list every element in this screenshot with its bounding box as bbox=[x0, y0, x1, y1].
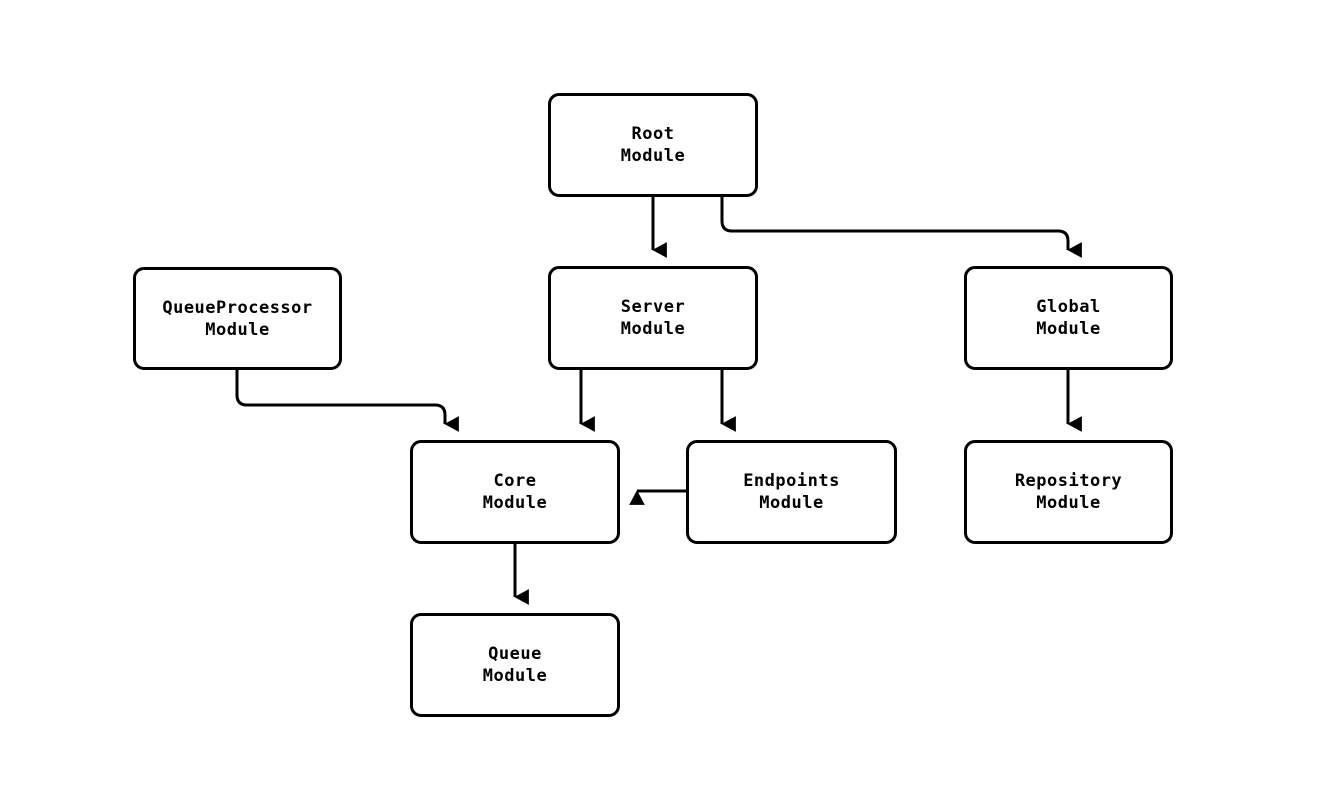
node-label-secondary: Module bbox=[482, 493, 548, 513]
node-label-primary: QueueProcessor bbox=[162, 297, 313, 318]
node-label-secondary: Module bbox=[1036, 493, 1101, 513]
node-label-secondary: Module bbox=[482, 666, 548, 686]
node-label-primary: Global bbox=[1036, 297, 1101, 317]
node-label-primary: Server bbox=[620, 297, 686, 317]
node-label-primary: Core bbox=[493, 471, 537, 491]
node-label-primary: Endpoints bbox=[743, 471, 840, 491]
node-label-secondary: Module bbox=[759, 493, 824, 513]
node-label-primary: Root bbox=[631, 124, 675, 144]
node-label-secondary: Module bbox=[1036, 319, 1101, 339]
edges-group bbox=[235, 197, 1082, 605]
node-label-primary: Queue bbox=[488, 644, 542, 664]
edge-root-to-global bbox=[720, 197, 1082, 258]
node-label-secondary: Module bbox=[205, 319, 270, 340]
node-label-secondary: Module bbox=[620, 146, 686, 166]
node-label-secondary: Module bbox=[620, 319, 686, 339]
edge-queueprocessor-to-core bbox=[235, 370, 459, 432]
node-label-primary: Repository bbox=[1014, 471, 1123, 491]
